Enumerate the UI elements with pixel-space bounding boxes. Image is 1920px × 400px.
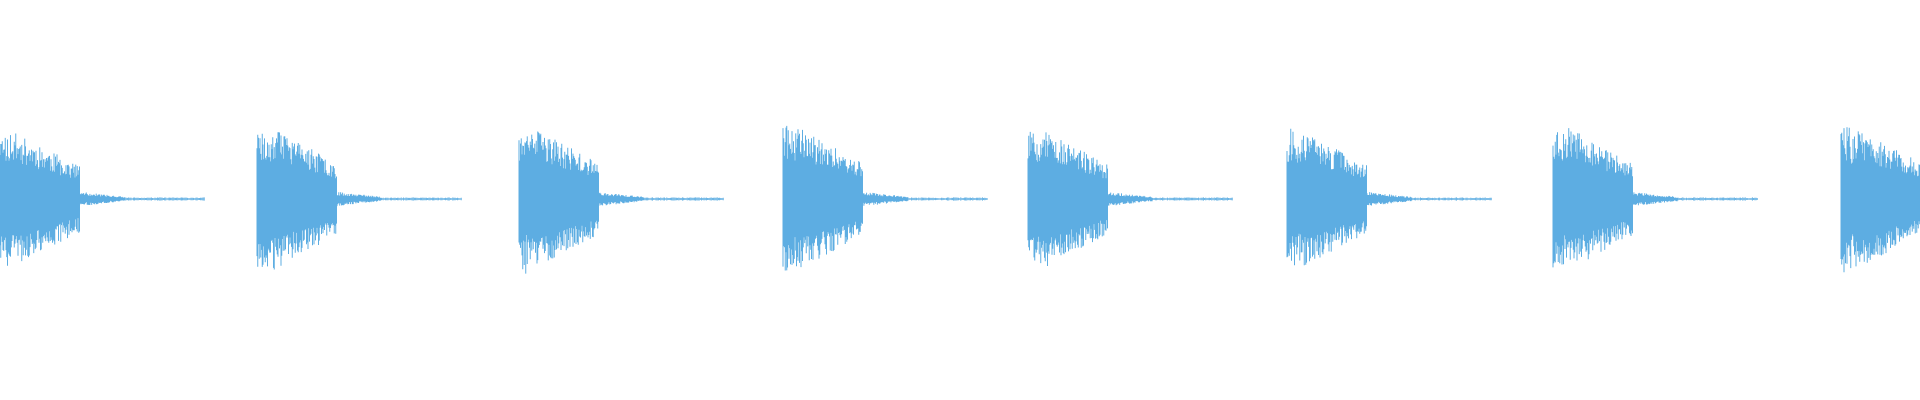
waveform-transient [518,131,724,274]
waveform-transient [1286,128,1492,266]
waveform-transient-path [1552,128,1758,268]
waveform-transient-path [0,133,205,266]
waveform-transient-path [1286,128,1492,266]
waveform-transient [256,132,462,270]
waveform-transient-path [518,131,724,274]
waveform-transient-path [1840,127,1920,273]
waveform-transient [0,133,205,266]
waveform-transient-path [256,132,462,270]
waveform-transient [1552,128,1758,268]
waveform-transient [1840,127,1920,273]
waveform-transient [782,125,988,271]
waveform-transient [1027,131,1233,266]
waveform-transient-path [782,125,988,271]
waveform-transient-path [1027,131,1233,266]
